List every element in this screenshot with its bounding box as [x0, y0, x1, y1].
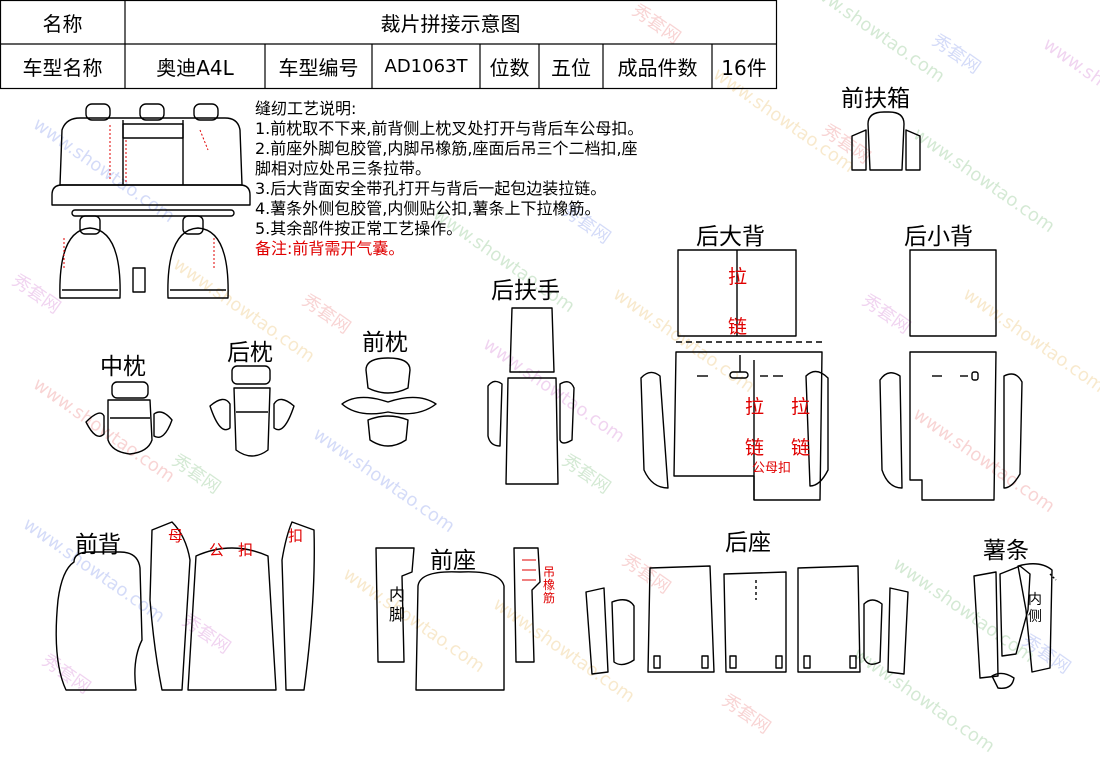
front-seat-label: 前座: [430, 548, 476, 574]
seats-label: 位数: [489, 55, 530, 80]
note-line: 脚相对应处吊三条拉带。: [255, 159, 432, 178]
zipper-mark: 链: [745, 437, 765, 459]
rear-small-back-label: 后小背: [904, 224, 973, 250]
male-buckle-mark: 公扣: [209, 541, 268, 559]
rear-seat-label: 后座: [725, 530, 771, 556]
zipper-mark: 链: [728, 316, 748, 338]
front-back-label: 前背: [75, 532, 121, 558]
front-back-pieces: [55, 521, 315, 691]
sewing-notes: 缝纫工艺说明: 1.前枕取不下来,前背侧上枕叉处打开与背后车公母扣。 2.前座外…: [255, 99, 643, 259]
model-code-label: 车型编号: [278, 55, 359, 80]
front-armrest-box-pieces: [851, 111, 921, 171]
seat-layout-thumbnail: [51, 103, 251, 299]
middle-pillow-pieces: [85, 381, 173, 455]
pattern-drawings: [51, 103, 1057, 691]
middle-pillow-label: 中枕: [100, 354, 146, 380]
front-seat-pieces: [375, 547, 541, 691]
front-armrest-box-label: 前扶箱: [841, 86, 910, 112]
notes-remark: 备注:前背需开气囊。: [255, 239, 405, 258]
rear-small-back-pieces: [879, 249, 1023, 501]
zipper-mark: 拉: [791, 396, 811, 418]
inner-side-mark: 内侧: [1028, 592, 1042, 625]
buckle-mark: 扣: [288, 527, 304, 545]
note-line: 4.薯条外侧包胶管,内侧贴公扣,薯条上下拉橡筋。: [255, 199, 601, 218]
front-pillow-label: 前枕: [362, 330, 408, 356]
female-buckle-mark: 母: [168, 527, 184, 545]
note-line: 3.后大背面安全带孔打开与背后一起包边装拉链。: [255, 179, 607, 198]
notes-heading: 缝纫工艺说明:: [255, 99, 357, 118]
male-female-buckle-mark: 公母扣: [752, 461, 792, 476]
fries-label: 薯条: [983, 538, 1029, 564]
rear-seat-pieces: [585, 565, 909, 675]
rear-pillow-pieces: [209, 365, 295, 457]
zipper-mark: 链: [791, 437, 811, 459]
zipper-mark: 拉: [728, 266, 748, 288]
rear-pillow-label: 后枕: [227, 340, 273, 366]
inner-foot-mark: 内脚: [388, 585, 405, 624]
pieces-value: 16件: [721, 55, 767, 80]
rear-big-back-pieces: [640, 249, 829, 501]
zipper-mark: 拉: [745, 396, 765, 418]
pieces-label: 成品件数: [617, 55, 698, 80]
rear-armrest-pieces: [487, 307, 575, 485]
hang-elastic-mark: 吊橡筋: [542, 565, 555, 605]
rear-big-back-label: 后大背: [696, 224, 765, 250]
model-name-label: 车型名称: [22, 55, 103, 80]
seats-value: 五位: [551, 55, 591, 80]
front-pillow-pieces: [341, 357, 437, 447]
page-title: 裁片拼接示意图: [380, 11, 521, 36]
note-line: 1.前枕取不下来,前背侧上枕叉处打开与背后车公母扣。: [255, 119, 644, 138]
fries-pieces: [973, 563, 1057, 689]
header-table-grid: [0, 0, 778, 90]
note-line: 2.前座外脚包胶管,内脚吊橡筋,座面后吊三个二档扣,座: [255, 139, 638, 158]
note-line: 5.其余部件按正常工艺操作。: [255, 219, 463, 238]
rear-armrest-label: 后扶手: [491, 278, 560, 304]
model-name-value: 奥迪A4L: [156, 55, 234, 80]
model-code-value: AD1063T: [384, 55, 468, 77]
name-label: 名称: [42, 11, 83, 36]
